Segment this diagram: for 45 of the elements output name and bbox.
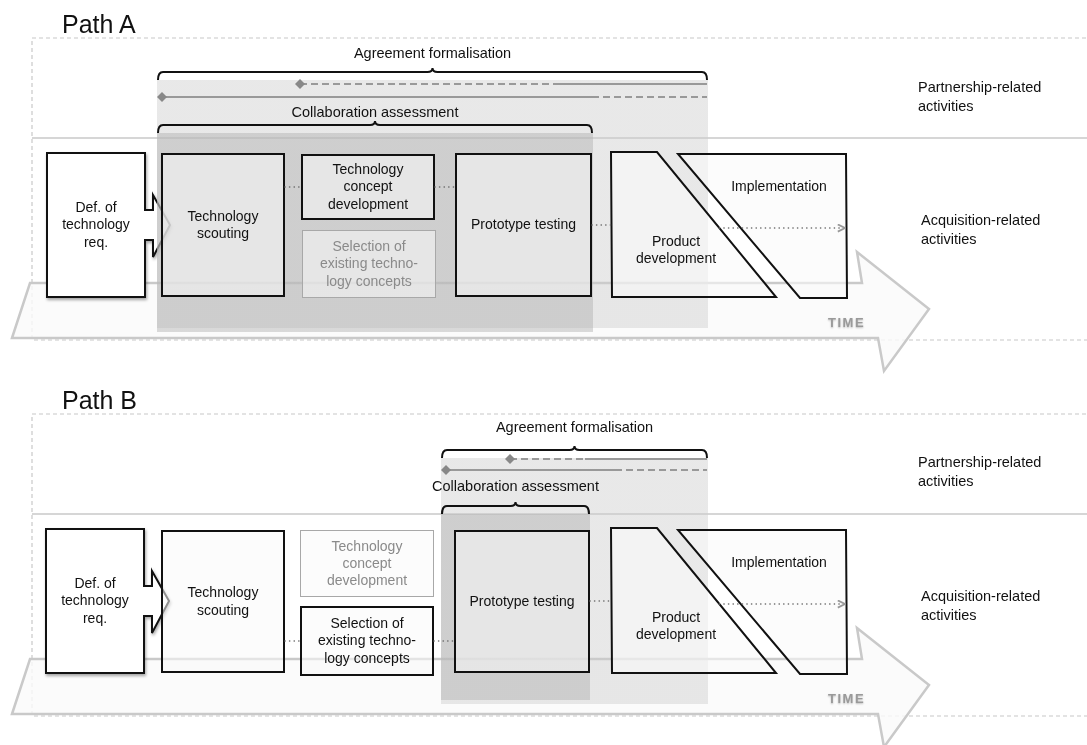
lane-label: Acquisition-related activities [921, 211, 1042, 249]
step-label: Prototype testing [470, 216, 577, 234]
dotted-connector [589, 600, 612, 602]
step-label: Product development [634, 608, 718, 644]
step-label: Technology concept development [326, 161, 410, 213]
lane-label: Partnership-related activities [918, 78, 1043, 116]
dotted-arrow [718, 599, 846, 609]
axis-label: TIME [828, 691, 866, 708]
process-box [454, 530, 590, 673]
phase-heading: Agreement formalisation [495, 419, 654, 435]
phase-region [157, 103, 593, 332]
step-label: Technology scouting [186, 584, 260, 619]
step-label: Implementation [731, 178, 827, 196]
step-label: Def. of technology req. [61, 199, 131, 251]
dotted-connector [591, 224, 612, 226]
panel-title: Path B [62, 385, 138, 416]
axis-label: TIME [828, 315, 866, 332]
panel-title: Path A [62, 9, 136, 40]
dotted-connector [434, 186, 456, 188]
dotted-connector [433, 640, 455, 642]
dotted-connector [284, 186, 302, 188]
step-label: Implementation [731, 554, 827, 572]
process-box [161, 530, 285, 673]
step-label: Technology scouting [186, 207, 260, 243]
dotted-arrow [718, 223, 846, 233]
process-box [300, 606, 434, 676]
lane-label: Acquisition-related activities [921, 587, 1042, 625]
phase-heading: Agreement formalisation [353, 45, 512, 61]
process-box [300, 530, 434, 597]
dotted-connector [284, 640, 301, 642]
process-box [301, 154, 435, 220]
arrow-shaped-box [46, 529, 169, 673]
phase-heading: Collaboration assessment [291, 104, 459, 120]
process-box [302, 230, 436, 298]
step-label: Product development [634, 232, 718, 268]
step-label: Selection of existing techno-logy concepts [318, 238, 420, 290]
step-label: Def. of technology req. [60, 575, 130, 627]
step-label: Selection of existing techno-logy concepts [316, 615, 418, 667]
phase-heading: Collaboration assessment [432, 478, 599, 494]
lane-label: Partnership-related activities [918, 453, 1043, 491]
step-label: Prototype testing [469, 592, 575, 611]
step-label: Technology concept development [325, 537, 409, 590]
process-box [455, 153, 592, 297]
process-box [161, 153, 285, 297]
arrow-shaped-box [47, 153, 170, 297]
